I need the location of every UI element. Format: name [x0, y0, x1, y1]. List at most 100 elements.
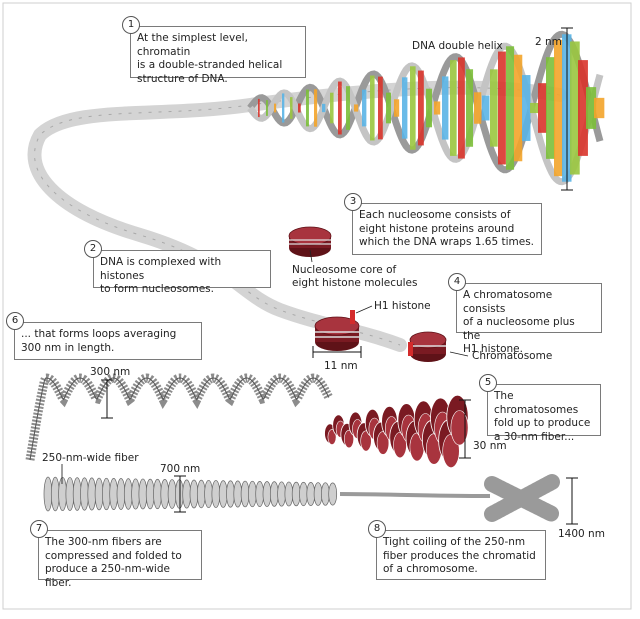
callout-7-number: 7 — [30, 520, 48, 538]
base-pair — [354, 104, 359, 112]
fiber-nucleosome — [343, 429, 354, 449]
fiber-coil-turn — [175, 479, 184, 509]
loop-coil — [25, 373, 333, 461]
base-pair — [458, 57, 465, 159]
base-pair — [434, 101, 441, 115]
fiber-coil-turn — [87, 477, 97, 511]
callout-7: The 300-nm fibers are compressed and fol… — [38, 530, 202, 589]
base-pair — [474, 92, 482, 124]
loop-coil-edge — [29, 377, 330, 461]
fiber-coil-turn — [321, 482, 330, 506]
base-pair — [274, 103, 277, 113]
chromatid — [484, 474, 560, 522]
fiber-coil-turn — [262, 481, 272, 507]
1400nm-label: 1400 nm — [558, 528, 605, 540]
base-pair — [482, 95, 490, 121]
fiber-coil-turn — [240, 480, 250, 508]
base-pair — [322, 103, 326, 113]
fiber-coil-turn — [94, 477, 104, 511]
chromatosome-label: Chromatosome — [472, 350, 552, 363]
fiber-nucleosome — [376, 431, 390, 455]
fiber-coil-turn — [182, 479, 192, 509]
callout-6-number: 6 — [6, 312, 24, 330]
fiber-coil-turn — [72, 477, 82, 511]
base-pair — [306, 89, 309, 127]
base-pair — [570, 41, 580, 175]
callout-4-number: 4 — [448, 273, 466, 291]
backbone-strand-b — [247, 42, 604, 186]
fiber-coil-turn — [313, 482, 323, 506]
nucleosome-pointer — [309, 249, 313, 263]
base-pair — [522, 75, 531, 141]
base-pair — [394, 99, 400, 117]
nucleosome-core — [288, 226, 332, 257]
base-pair — [290, 97, 293, 119]
dna-helix-strands — [247, 30, 604, 186]
300nm-loop-fiber — [25, 373, 333, 461]
base-pair — [466, 69, 474, 147]
callout-3-number: 3 — [344, 193, 362, 211]
chromatosome — [408, 331, 447, 362]
base-pair — [530, 102, 539, 114]
chromatid-arm — [484, 474, 560, 522]
fiber-nucleosome — [360, 430, 372, 452]
fiber-coil-turn — [43, 476, 53, 512]
250nm-fiber — [43, 476, 491, 512]
callout-1: At the simplest level, chromatin is a do… — [130, 26, 306, 85]
base-pair — [538, 83, 547, 133]
fiber-coil-turn — [102, 477, 111, 511]
fiber-coil-turn — [255, 481, 265, 508]
250nm-fiber-label: 250-nm-wide fiber — [42, 452, 139, 464]
callout-6: ... that forms loops averaging 300 nm in… — [14, 322, 202, 360]
fiber-coil-turn — [65, 477, 75, 511]
base-pair — [410, 66, 416, 150]
fiber-coil-turn — [167, 479, 177, 509]
fiber-coil-turn — [211, 480, 221, 508]
h1-histone-marker — [350, 310, 355, 324]
dna-ribbon — [27, 80, 567, 352]
fiber-coil-turn — [80, 477, 89, 511]
callout-2-number: 2 — [84, 240, 102, 258]
base-pair — [298, 103, 301, 113]
base-pair — [258, 98, 260, 118]
fiber-coil-turn — [299, 481, 308, 507]
base-pair — [418, 70, 424, 146]
fiber-coil-turn — [58, 476, 67, 512]
callout-4: A chromatosome consists of a nucleosome … — [456, 283, 602, 355]
fiber-coil-turn — [226, 480, 235, 508]
fiber-coil-turn — [291, 481, 301, 507]
base-pair — [506, 46, 515, 170]
base-pair — [442, 76, 449, 140]
fiber-coil-turn — [123, 478, 133, 510]
base-pair — [586, 87, 597, 129]
fiber-coil-turn — [196, 479, 206, 509]
base-pair — [426, 88, 433, 128]
base-pair — [370, 75, 375, 141]
callout-3: Each nucleosome consists of eight histon… — [352, 203, 542, 255]
base-pair — [330, 92, 334, 124]
11nm-label: 11 nm — [324, 360, 358, 372]
frame — [2, 2, 632, 610]
callout-2: DNA is complexed with histones to form n… — [93, 250, 271, 295]
fiber-coil-turn — [153, 478, 162, 510]
base-pair — [578, 60, 588, 156]
h1-histone-label: H1 histone — [374, 300, 431, 312]
fiber-coil-turn — [277, 481, 286, 507]
fiber-coil-turn — [284, 481, 294, 507]
nucleosome-11nm — [314, 310, 360, 351]
fiber-nucleosome — [450, 410, 469, 446]
base-pair — [362, 89, 367, 127]
base-pair — [514, 54, 523, 162]
fiber-coil-turn — [145, 478, 155, 510]
callout-5: The chromatosomes fold up to produce a 3… — [487, 384, 601, 443]
fiber-coil-turn — [50, 476, 60, 512]
base-pair — [450, 60, 457, 156]
2nm-label: 2 nm — [535, 36, 562, 48]
nucleosome-core-label: Nucleosome core of eight histone molecul… — [292, 264, 418, 289]
fiber-tail — [339, 492, 491, 498]
fiber-coil-turn — [328, 482, 338, 506]
callout-1-number: 1 — [122, 16, 140, 34]
base-pair — [386, 92, 391, 124]
